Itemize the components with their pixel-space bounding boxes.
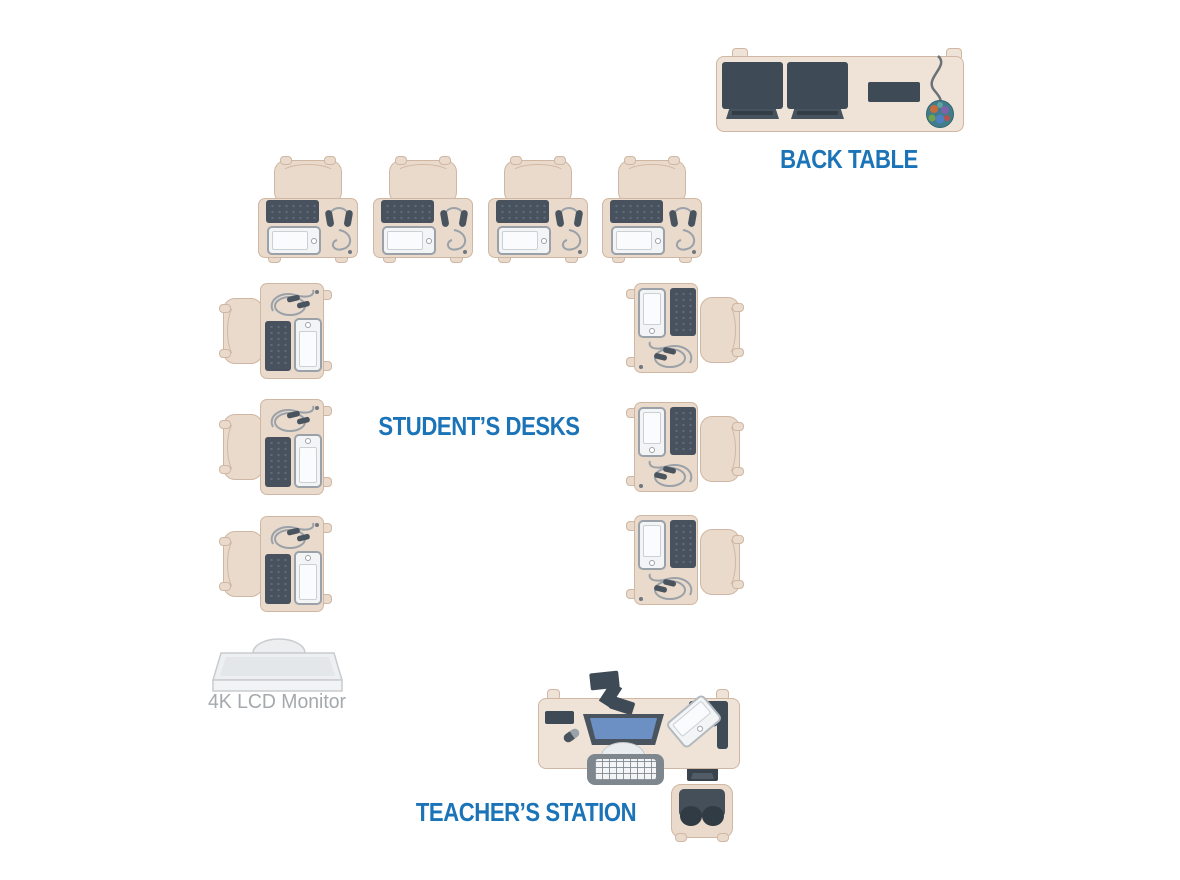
chair bbox=[219, 298, 263, 364]
back-table-label: BACK TABLE bbox=[780, 144, 918, 174]
monitor-icon bbox=[583, 714, 664, 745]
chair bbox=[274, 156, 342, 204]
headphones-icon bbox=[680, 806, 702, 826]
monitor-icon bbox=[722, 62, 783, 119]
tablet-icon bbox=[611, 226, 665, 255]
chair bbox=[219, 414, 263, 480]
tablet-icon bbox=[294, 551, 322, 605]
student-desk bbox=[626, 283, 744, 379]
chair bbox=[389, 156, 457, 204]
monitor-icon bbox=[787, 62, 848, 119]
student-desk bbox=[488, 156, 588, 270]
chair bbox=[700, 416, 744, 482]
keyboard-icon bbox=[381, 200, 434, 223]
tablet-icon bbox=[294, 434, 322, 488]
monitor-screen bbox=[590, 718, 657, 739]
teacher-station bbox=[530, 670, 745, 844]
keyboard-icon bbox=[670, 288, 696, 336]
headphone-cable-icon bbox=[648, 460, 693, 487]
chair bbox=[504, 156, 572, 204]
keyboard-icon bbox=[587, 754, 664, 785]
student-desk bbox=[219, 516, 337, 612]
tablet-icon bbox=[638, 288, 666, 338]
keyboard-icon bbox=[265, 437, 291, 487]
chair bbox=[700, 529, 744, 595]
keyboard-icon bbox=[610, 200, 663, 223]
headphones-icon bbox=[702, 806, 724, 826]
headphones-icon bbox=[325, 207, 353, 251]
tablet-icon bbox=[497, 226, 551, 255]
student-desk bbox=[258, 156, 358, 270]
phone-icon bbox=[545, 711, 574, 724]
chair bbox=[219, 531, 263, 597]
tablet-icon bbox=[267, 226, 321, 255]
headphone-cable-icon bbox=[270, 522, 315, 549]
students-desks-label: STUDENT’S DESKS bbox=[378, 411, 580, 441]
student-desk bbox=[626, 515, 744, 611]
storage-tray-icon bbox=[687, 765, 718, 781]
tablet-icon bbox=[638, 520, 666, 570]
tethered-mouse-ball-icon bbox=[926, 55, 954, 128]
tablet-icon bbox=[382, 226, 436, 255]
keyboard-icon bbox=[265, 321, 291, 371]
4k-lcd-monitor-icon bbox=[211, 638, 344, 692]
monitor-stand bbox=[726, 109, 779, 119]
teacher-chair bbox=[671, 784, 733, 842]
student-desk bbox=[219, 283, 337, 379]
back-table bbox=[716, 48, 966, 134]
keyboard-icon bbox=[266, 200, 319, 223]
keyboard-icon bbox=[670, 520, 696, 568]
student-desk bbox=[602, 156, 702, 270]
headphone-cable-icon bbox=[648, 573, 693, 600]
headphone-cable-icon bbox=[270, 405, 315, 432]
headphones-icon bbox=[555, 207, 583, 251]
headphones-icon bbox=[669, 207, 697, 251]
monitor-stand bbox=[791, 109, 844, 119]
keyboard-icon bbox=[265, 554, 291, 604]
headphone-cable-icon bbox=[648, 341, 693, 368]
tablet-stand-arm-icon bbox=[717, 701, 728, 749]
headphones-icon bbox=[440, 207, 468, 251]
chair bbox=[618, 156, 686, 204]
teacher-station-label: TEACHER’S STATION bbox=[415, 797, 637, 827]
tablet-icon bbox=[638, 407, 666, 457]
tablet-icon bbox=[294, 318, 322, 372]
student-desk bbox=[626, 402, 744, 498]
student-desk bbox=[373, 156, 473, 270]
chair bbox=[700, 297, 744, 363]
keyboard-icon bbox=[496, 200, 549, 223]
monitor-caption: 4K LCD Monitor bbox=[207, 691, 347, 713]
keyboard-icon bbox=[868, 82, 920, 102]
student-desk bbox=[219, 399, 337, 495]
keyboard-keys bbox=[595, 759, 656, 780]
keyboard-icon bbox=[670, 407, 696, 455]
headphone-cable-icon bbox=[270, 289, 315, 316]
